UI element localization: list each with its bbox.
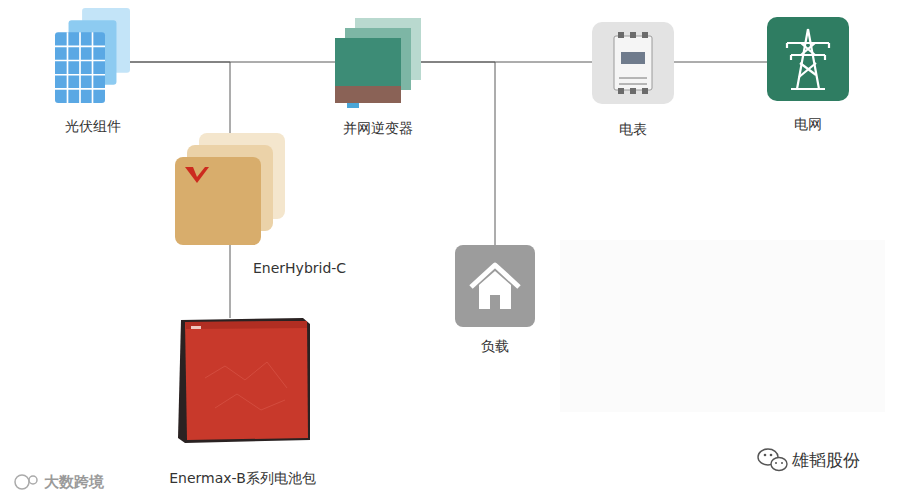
faint-panel	[560, 240, 885, 412]
power-line	[130, 62, 230, 133]
wechat-icon	[758, 449, 787, 471]
account-name: 雄韬股份	[792, 449, 860, 472]
pv-module: 光伏组件	[55, 8, 130, 103]
node-label: 电网	[794, 115, 822, 133]
battery-pack: Enermax-B系列电池包	[175, 318, 310, 443]
power-grid-icon	[767, 17, 849, 101]
watermark-text: 大数跨境	[44, 473, 104, 492]
power-line	[674, 62, 767, 63]
hybrid-unit-icon	[175, 133, 285, 245]
power-grid: 电网	[767, 17, 849, 101]
pv-module-icon	[55, 8, 130, 103]
power-line	[421, 62, 495, 245]
node-label: 并网逆变器	[343, 119, 413, 137]
electric-meter: 电表	[592, 22, 674, 104]
hybrid-unit: EnerHybrid-C	[175, 133, 285, 245]
load-house-icon	[455, 245, 535, 327]
battery-pack-icon	[175, 318, 310, 443]
node-label: 电表	[619, 120, 647, 138]
load-house: 负载	[455, 245, 535, 327]
node-label: EnerHybrid-C	[253, 259, 346, 277]
electric-meter-icon	[592, 22, 674, 104]
grid-inverter: 并网逆变器	[335, 18, 421, 108]
node-label: 负载	[481, 337, 509, 355]
power-line	[230, 245, 231, 318]
watermark-logo	[15, 475, 37, 489]
node-label: 光伏组件	[65, 117, 121, 135]
node-label: Enermax-B系列电池包	[169, 469, 316, 487]
grid-inverter-icon	[335, 18, 421, 108]
